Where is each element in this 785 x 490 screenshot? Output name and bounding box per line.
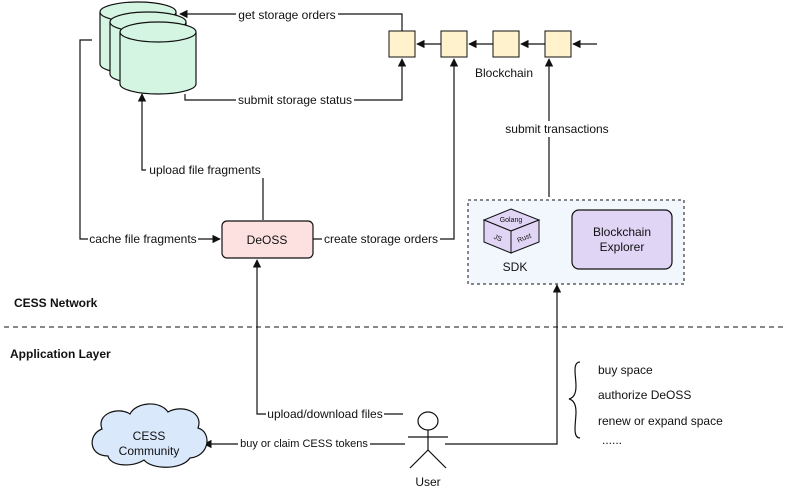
community-label-line1: CESS [133,429,166,443]
edge-user-sdk [445,284,562,445]
edge-create-orders [313,58,459,240]
storage-database-icon [99,1,197,95]
block-4 [544,30,572,58]
edge-get-orders-label: get storage orders [238,8,335,22]
block-3 [492,30,520,58]
blockchain-explorer-node [571,209,673,270]
edge-cache-fragments-label: cache file fragments [89,232,196,246]
section-cess-network: CESS Network [14,296,98,310]
edge-buy-tokens-label: buy or claim CESS tokens [240,438,368,450]
user-label: User [415,475,440,489]
blockchain-label: Blockchain [475,66,533,80]
action-more: ...... [602,433,622,447]
edge-upload-fragments [137,93,264,220]
storage-cylinder-3 [119,21,197,95]
block-1 [388,30,416,58]
block-2 [440,30,468,58]
sdk-label: SDK [503,260,528,274]
edge-upload-download-label: upload/download files [267,407,382,421]
cess-community-cloud [91,403,208,468]
community-label-line2: Community [119,444,180,458]
edge-create-orders-label: create storage orders [324,232,438,246]
edge-upload-download [252,259,403,415]
action-renew-expand: renew or expand space [598,414,723,428]
sdk-cube-icon [482,208,541,254]
user-icon [408,411,448,469]
edge-submit-tx-label: submit transactions [505,122,608,136]
section-application-layer: Application Layer [10,347,111,361]
deoss-label: DeOSS [247,233,288,247]
action-buy-space: buy space [598,363,653,377]
explorer-label-line1: Blockchain [593,225,651,239]
explorer-label-line2: Explorer [600,240,645,254]
blockchain-blocks [388,30,572,58]
action-authorize-deoss: authorize DeOSS [598,388,691,402]
edge-upload-fragments-label: upload file fragments [149,163,260,177]
actions-brace [568,361,581,439]
edge-submit-status-label: submit storage status [238,93,352,107]
sdk-lang-js: JS [492,234,503,244]
sdk-lang-rust: Rust [516,233,532,245]
sdk-lang-golang: Golang [500,217,523,224]
